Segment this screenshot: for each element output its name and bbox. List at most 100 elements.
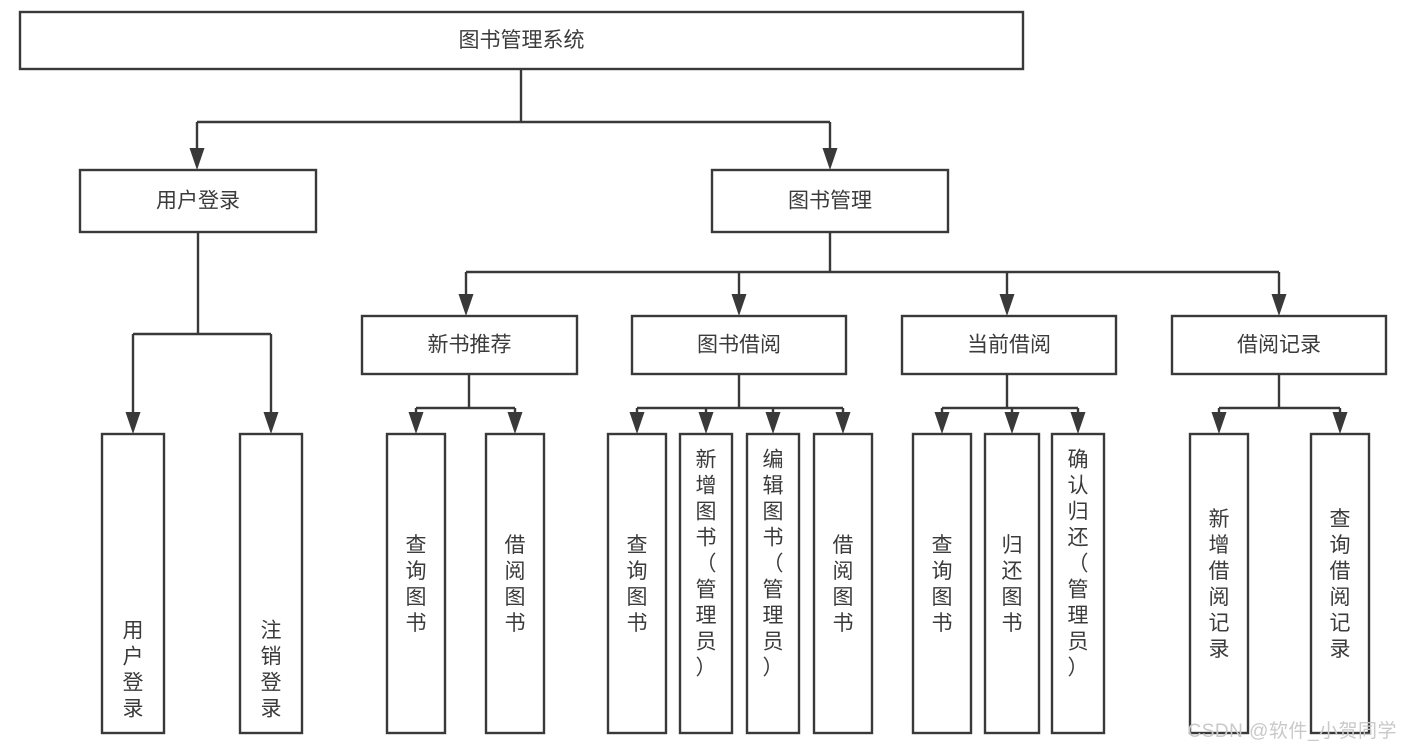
node-box[interactable]: [812, 432, 874, 735]
node-label: 编辑图书（管理员）: [763, 448, 784, 679]
arrow-borrow-to-leaf3: [765, 408, 781, 434]
node-box[interactable]: [710, 168, 950, 234]
arrow-head-icon: [458, 294, 474, 316]
arrow-head-icon: [1211, 412, 1227, 434]
arrow-head-icon: [125, 412, 141, 434]
node-box[interactable]: [1188, 432, 1250, 735]
arrow-head-icon: [999, 294, 1015, 316]
node-level3-3[interactable]: 借阅记录: [1170, 314, 1388, 376]
arrow-head-icon: [629, 412, 645, 434]
node-leaf-0[interactable]: 用户登录: [100, 432, 166, 735]
arrow-root-to-user-login: [189, 122, 205, 170]
node-box[interactable]: [606, 432, 668, 735]
arrow-current-to-leaf3: [1070, 408, 1086, 434]
arrow-head-icon: [1271, 294, 1287, 316]
node-label: 归还图书: [1002, 534, 1023, 635]
node-box[interactable]: [78, 168, 318, 234]
arrow-head-icon: [835, 412, 851, 434]
node-label: 查询图书: [932, 534, 953, 635]
node-leaf-1[interactable]: 注销登录: [238, 432, 304, 735]
node-level2-1[interactable]: 图书管理: [710, 168, 950, 234]
arrow-current-to-leaf1: [934, 408, 950, 434]
node-leaf-6[interactable]: 编辑图书（管理员）: [745, 432, 801, 735]
node-leaf-4[interactable]: 查询图书: [606, 432, 668, 735]
arrow-head-icon: [731, 294, 747, 316]
node-leaf-5[interactable]: 新增图书（管理员）: [678, 432, 734, 735]
node-label: 图书借阅: [697, 334, 781, 357]
node-box[interactable]: [1050, 432, 1106, 735]
node-box[interactable]: [630, 314, 848, 376]
node-leaf-9[interactable]: 归还图书: [983, 432, 1041, 735]
node-label: 借阅图书: [505, 534, 526, 635]
arrow-head-icon: [1004, 412, 1020, 434]
node-box[interactable]: [911, 432, 973, 735]
node-level2-0[interactable]: 用户登录: [78, 168, 318, 234]
arrow-record-to-leaf1: [1211, 408, 1227, 434]
node-label: 新增借阅记录: [1209, 508, 1230, 661]
arrow-head-icon: [408, 412, 424, 434]
node-box[interactable]: [900, 314, 1118, 376]
node-label: 查询图书: [406, 534, 427, 635]
arrow-book-mgmt-to-new-book: [458, 272, 474, 316]
connector-layer: [125, 69, 1348, 434]
arrow-head-icon: [822, 148, 838, 170]
arrow-book-mgmt-to-borrow: [731, 272, 747, 316]
arrow-user-login-to-leaf2: [263, 334, 279, 434]
watermark-label: CSDN @软件_小贺同学: [1187, 721, 1397, 742]
arrow-record-to-leaf2: [1332, 408, 1348, 434]
node-box[interactable]: [678, 432, 734, 735]
node-box[interactable]: [1170, 314, 1388, 376]
arrow-root-to-book-mgmt: [822, 122, 838, 170]
arrow-head-icon: [765, 412, 781, 434]
arrow-user-login-to-leaf1: [125, 334, 141, 434]
node-label: 新书推荐: [428, 334, 512, 357]
node-leaf-10[interactable]: 确认归还（管理员）: [1050, 432, 1106, 735]
node-label: 图书管理: [788, 190, 872, 213]
arrow-new-book-to-leaf1: [408, 408, 424, 434]
node-label: 新增图书（管理员）: [696, 448, 717, 679]
arrow-borrow-to-leaf4: [835, 408, 851, 434]
node-box[interactable]: [983, 432, 1041, 735]
node-label: 图书管理系统: [459, 29, 585, 52]
node-leaf-11[interactable]: 新增借阅记录: [1188, 432, 1250, 735]
arrow-borrow-to-leaf2: [698, 408, 714, 434]
node-label: 借阅记录: [1237, 334, 1321, 357]
node-leaf-3[interactable]: 借阅图书: [484, 432, 546, 735]
arrow-head-icon: [698, 412, 714, 434]
node-level3-1[interactable]: 图书借阅: [630, 314, 848, 376]
node-box[interactable]: [1309, 432, 1371, 735]
arrow-head-icon: [189, 148, 205, 170]
node-level3-0[interactable]: 新书推荐: [360, 314, 579, 376]
node-label: 当前借阅: [967, 334, 1051, 357]
node-box[interactable]: [745, 432, 801, 735]
node-box[interactable]: [484, 432, 546, 735]
node-box[interactable]: [100, 432, 166, 735]
node-box[interactable]: [18, 10, 1025, 71]
node-label: 注销登录: [261, 619, 282, 720]
node-label: 用户登录: [123, 619, 144, 720]
node-label: 借阅图书: [833, 534, 854, 635]
arrow-book-mgmt-to-current: [999, 272, 1015, 316]
node-leaf-7[interactable]: 借阅图书: [812, 432, 874, 735]
arrow-head-icon: [507, 412, 523, 434]
arrow-current-to-leaf2: [1004, 408, 1020, 434]
node-label: 确认归还（管理员）: [1068, 448, 1089, 679]
arrow-head-icon: [934, 412, 950, 434]
node-label: 查询图书: [627, 534, 648, 635]
arrow-book-mgmt-to-record: [1271, 272, 1287, 316]
arrow-borrow-to-leaf1: [629, 408, 645, 434]
node-label: 用户登录: [156, 190, 240, 213]
node-box[interactable]: [360, 314, 579, 376]
node-leaf-2[interactable]: 查询图书: [385, 432, 447, 735]
node-box[interactable]: [385, 432, 447, 735]
node-label: 查询借阅记录: [1330, 508, 1351, 661]
arrow-head-icon: [1332, 412, 1348, 434]
node-box[interactable]: [238, 432, 304, 735]
arrow-head-icon: [1070, 412, 1086, 434]
arrow-head-icon: [263, 412, 279, 434]
node-leaf-12[interactable]: 查询借阅记录: [1309, 432, 1371, 735]
node-leaf-8[interactable]: 查询图书: [911, 432, 973, 735]
node-root-book-management-system[interactable]: 图书管理系统: [18, 10, 1025, 71]
node-level3-2[interactable]: 当前借阅: [900, 314, 1118, 376]
